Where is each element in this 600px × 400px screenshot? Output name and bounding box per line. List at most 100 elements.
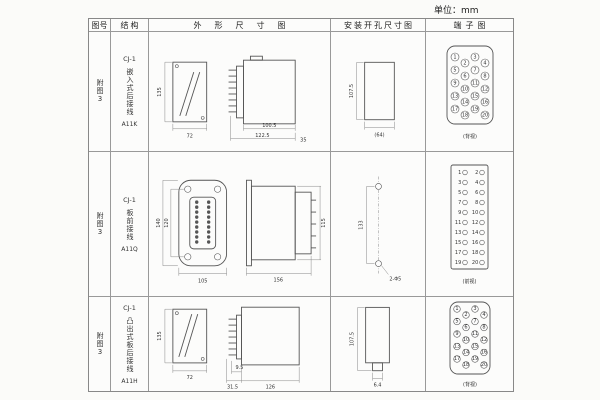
svg-text:17: 17 xyxy=(455,249,461,255)
svg-text:3: 3 xyxy=(458,179,461,185)
front-view xyxy=(172,61,208,122)
header-fig-no-label: 图号 xyxy=(91,20,108,30)
dim-lines xyxy=(356,61,395,130)
svg-text:18: 18 xyxy=(472,249,478,255)
svg-text:4: 4 xyxy=(482,312,485,318)
svg-text:19: 19 xyxy=(455,259,461,265)
header-terminal: 端子图 xyxy=(426,19,513,32)
svg-text:15: 15 xyxy=(472,93,478,99)
terminal-block-outline xyxy=(449,301,491,375)
svg-text:16: 16 xyxy=(472,239,478,245)
panel-cutout xyxy=(365,306,390,364)
header-outline: 外形尺寸图 xyxy=(149,19,331,32)
svg-text:10: 10 xyxy=(472,209,478,215)
hole-spec-label: 2-Φ5 xyxy=(389,276,401,282)
svg-text:17: 17 xyxy=(454,356,460,362)
dim-lines xyxy=(357,307,383,381)
svg-text:19: 19 xyxy=(472,106,478,112)
svg-text:13: 13 xyxy=(452,93,458,99)
outline-cell-3: 135 72 9.5 31.5 126 xyxy=(149,297,331,391)
svg-text:13: 13 xyxy=(455,229,461,235)
spec-table: 图号 结构 外形尺寸图 安装开孔尺寸图 端子图 附图3 CJ-1 嵌入式后接线 … xyxy=(88,18,514,392)
type-code-1: A11K xyxy=(121,121,138,128)
svg-text:1: 1 xyxy=(455,306,458,312)
svg-text:13: 13 xyxy=(454,344,460,350)
terminal-block-outline xyxy=(450,164,489,269)
svg-text:20: 20 xyxy=(482,112,488,118)
dim-depth: 156 xyxy=(274,277,283,283)
svg-text:3: 3 xyxy=(473,54,476,60)
dim-front-width: 105 xyxy=(198,278,207,284)
dim-hole-span: 120 xyxy=(164,218,170,227)
dim-body-height: 115 xyxy=(321,218,327,227)
front-view xyxy=(172,308,208,364)
structure-cell-1: CJ-1 嵌入式后接线 A11K xyxy=(111,32,149,152)
model-label-1: CJ-1 xyxy=(123,55,136,63)
install-drawing-a11h: 107.5 6.4 xyxy=(350,306,390,389)
side-view xyxy=(228,55,296,124)
dim-stub: 31.5 xyxy=(227,385,238,391)
structure-cell-3: CJ-1 凸出式板后接线 A11H xyxy=(111,297,149,391)
svg-text:14: 14 xyxy=(472,229,478,235)
terminal-view-label: (背视) xyxy=(463,381,477,388)
svg-text:3: 3 xyxy=(473,306,476,312)
svg-text:11: 11 xyxy=(472,331,478,337)
dim-rear: 35 xyxy=(300,137,306,143)
svg-text:18: 18 xyxy=(463,362,469,368)
fig-no-cell-1: 附图3 xyxy=(89,32,111,152)
dim-lines xyxy=(164,61,207,131)
svg-text:6: 6 xyxy=(475,189,478,195)
svg-text:17: 17 xyxy=(452,106,458,112)
side-view xyxy=(228,306,300,366)
terminal-view-label: (背视) xyxy=(463,133,477,140)
dim-lines xyxy=(162,179,227,276)
svg-text:10: 10 xyxy=(463,337,469,343)
svg-text:9: 9 xyxy=(458,209,461,215)
terminal-view-label: (前视) xyxy=(463,278,477,285)
fig-no-3: 附图3 xyxy=(96,331,104,357)
svg-text:8: 8 xyxy=(483,73,486,79)
side-view xyxy=(246,179,317,266)
front-view xyxy=(178,179,228,266)
svg-text:14: 14 xyxy=(462,99,468,105)
svg-text:15: 15 xyxy=(455,239,461,245)
header-install-label: 安装开孔尺寸图 xyxy=(344,20,414,30)
terminal-block-outline xyxy=(446,45,494,124)
outline-drawing-a11h: 135 72 9.5 31.5 126 xyxy=(157,306,300,391)
outline-drawing-a11q: 140 120 105 156 115 xyxy=(156,179,327,284)
svg-text:20: 20 xyxy=(472,259,478,265)
header-fig-no: 图号 xyxy=(89,19,111,32)
dim-depth: 100.5 xyxy=(262,122,276,128)
header-install: 安装开孔尺寸图 xyxy=(331,19,426,32)
cutout-tab xyxy=(372,362,383,372)
svg-text:1: 1 xyxy=(458,169,461,175)
svg-text:5: 5 xyxy=(455,319,458,325)
header-structure-label: 结构 xyxy=(120,20,141,30)
dim-lines xyxy=(226,358,300,383)
model-label-2: CJ-1 xyxy=(123,195,136,204)
svg-text:12: 12 xyxy=(481,337,487,343)
type-code-3: A11H xyxy=(121,377,138,385)
outline-drawing-a11k: 135 72 100.5 122.5 35 xyxy=(157,55,306,143)
svg-text:5: 5 xyxy=(453,67,456,73)
svg-text:16: 16 xyxy=(482,99,488,105)
svg-text:5: 5 xyxy=(458,189,461,195)
unit-label: 单位：mm xyxy=(434,6,479,16)
svg-text:4: 4 xyxy=(475,179,478,185)
structure-label-1: 嵌入式后接线 xyxy=(126,68,134,116)
dim-total-depth: 122.5 xyxy=(255,132,269,138)
dim-lines xyxy=(366,185,389,275)
outline-cell-2: 140 120 105 156 115 xyxy=(149,152,331,297)
dim-front-height: 135 xyxy=(157,331,163,340)
svg-text:2: 2 xyxy=(463,60,466,66)
svg-text:1: 1 xyxy=(453,54,456,60)
model-label-3: CJ-1 xyxy=(123,303,136,312)
install-cell-1: 107.5 (64) xyxy=(331,32,426,152)
